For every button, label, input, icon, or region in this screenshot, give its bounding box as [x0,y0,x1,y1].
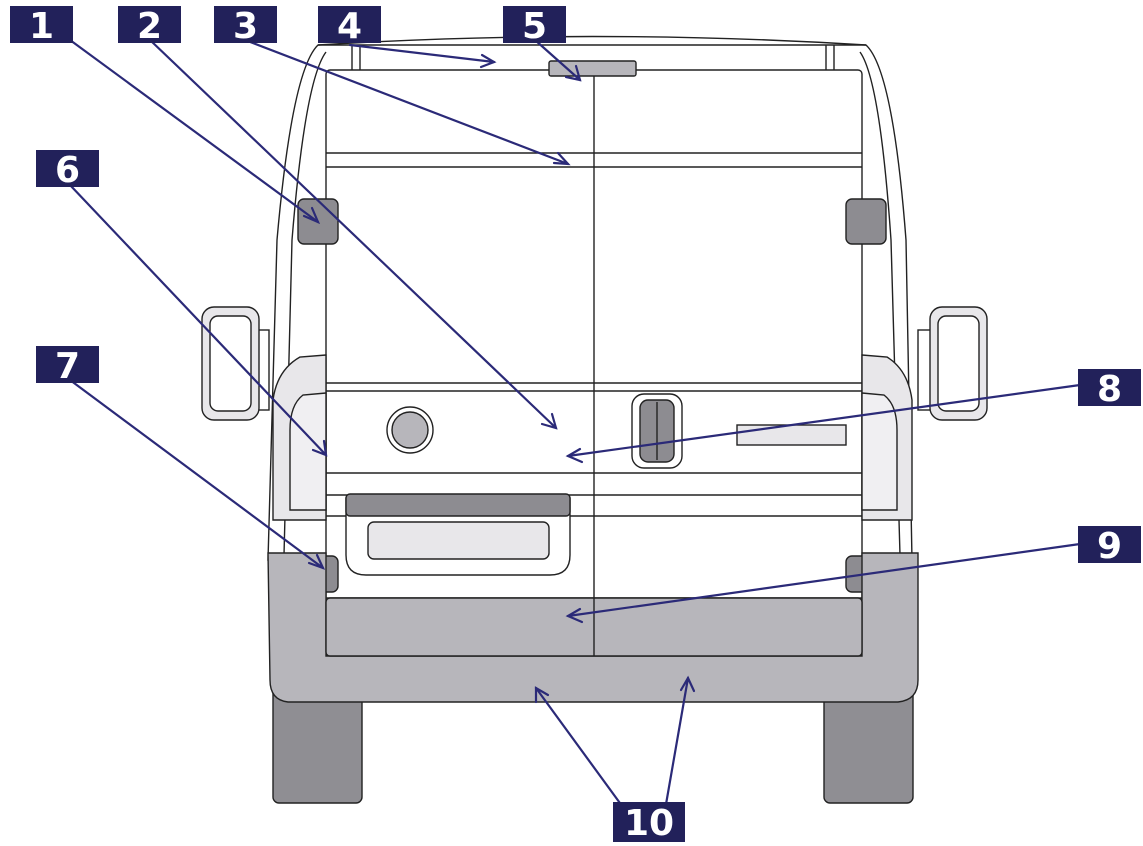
body-shell-inner-line [283,51,327,556]
leader-9 [566,542,1082,618]
licence-plate [367,521,550,560]
callout-10-label: 10 [624,803,674,844]
arrow-6 [311,439,328,457]
callout-7: 7 [36,346,99,387]
leader-3 [243,38,570,166]
callout-7-label: 7 [55,346,80,387]
leader-6 [68,183,328,457]
round-rear-lamp-inner [391,411,429,449]
leader-10a [534,686,627,812]
callout-8: 8 [1078,369,1141,410]
leader-1 [68,38,320,224]
model-badge [736,424,847,446]
callout-2: 2 [118,6,181,47]
body-shell-inner-line-right [859,51,901,556]
arrow-1 [302,206,321,225]
arrow-4 [479,53,497,69]
leader-7 [68,378,325,570]
callout-4-label: 4 [337,6,362,47]
leader-2 [148,38,558,430]
arrow-2 [540,412,558,430]
callout-2-label: 2 [137,6,162,47]
callout-9-label: 9 [1097,526,1122,567]
arrow-7 [307,553,326,570]
van-rear-view [201,35,988,804]
plate-lights-strip [345,493,571,517]
right-mirror-glass [937,315,980,412]
leader-lines [68,38,1082,812]
left-mirror-glass [209,315,252,412]
left-tail-light-lens [289,392,327,511]
callout-3-label: 3 [233,6,258,47]
callout-1-label: 1 [29,6,54,47]
leader-4 [348,43,496,64]
arrow-9 [565,607,584,624]
leader-8 [566,383,1082,458]
leader-5 [533,38,582,82]
arrow-3 [552,151,571,166]
arrow-10b [679,675,696,693]
callout-6-label: 6 [55,150,80,191]
callout-3: 3 [214,6,277,47]
callout-5: 5 [503,6,566,47]
callout-labels: 1 2 3 4 5 6 7 8 [10,6,1141,844]
arrow-8 [565,447,584,464]
callout-1: 1 [10,6,73,47]
arrow-5 [564,64,582,82]
right-upper-hinge [845,198,887,245]
arrow-10a [534,686,550,704]
callout-10: 10 [613,802,685,844]
callout-4: 4 [318,6,381,47]
callout-8-label: 8 [1097,369,1122,410]
rear-bumper [267,552,919,703]
leader-10b [663,676,690,812]
callout-6: 6 [36,150,99,191]
right-tail-light-lens [861,392,898,511]
callout-9: 9 [1078,526,1141,567]
callout-5-label: 5 [522,6,547,47]
